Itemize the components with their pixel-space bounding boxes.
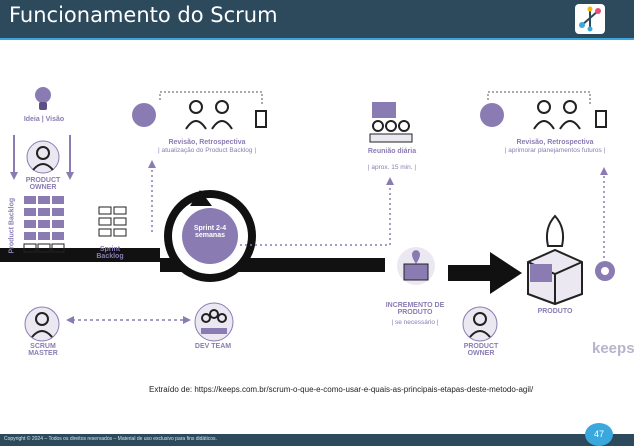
network-logo-icon (575, 4, 605, 34)
sprint-duration-label: Sprint 2-4 semanas (193, 225, 227, 240)
keeps-brand-label: keeps (592, 340, 634, 357)
footer-bar (0, 434, 634, 446)
daily-meeting-icon (369, 102, 413, 143)
product-rocket-box-icon (527, 214, 583, 306)
product-label: PRODUTO (537, 308, 573, 315)
dev-team-label: DEV TEAM (194, 343, 232, 350)
lightbulb-icon (35, 87, 51, 110)
sprint-backlog-label: Sprint Backlog (96, 246, 124, 261)
footer-copyright: Copyright © 2024 – Todos os direitos res… (4, 436, 217, 442)
increment-title: INCREMENTO DE PRODUTO (385, 302, 445, 317)
product-owner-label: PRODUCT OWNER (25, 177, 61, 192)
header-divider (0, 38, 634, 40)
scrum-master-label: SCRUM MASTER (28, 343, 58, 358)
review-sub-2: | aprimorar planejamentos futuros | (504, 147, 606, 154)
review-title-1: Revisão, Retrospectiva (168, 139, 246, 146)
daily-meeting-sub: | aprox. 15 min. | (367, 164, 417, 171)
review-team-icon-2 (480, 100, 607, 130)
ideia-visao-label: Ideia | Visão (23, 116, 65, 123)
scrum-master-icon (24, 306, 60, 342)
product-owner-label-2: PRODUCT OWNER (463, 343, 499, 358)
dev-team-icon (194, 302, 234, 342)
source-citation: Extraído de: https://keeps.com.br/scrum-… (149, 385, 534, 394)
page-title: Funcionamento do Scrum (9, 3, 278, 27)
product-owner-icon-2 (462, 306, 498, 342)
product-owner-icon (26, 140, 60, 174)
product-backlog-grid-icon (23, 196, 65, 253)
page-number-badge: 47 (585, 423, 613, 446)
product-increment-box-icon (397, 247, 435, 285)
review-sub-1: | atualização do Product Backlog | (157, 147, 257, 154)
sprint-backlog-grid-icon (98, 206, 127, 237)
product-backlog-label: Product Backlog (8, 197, 16, 254)
review-team-icon (132, 100, 267, 130)
header-bar (0, 0, 634, 38)
increment-sub: | se necessário | (391, 319, 439, 326)
daily-meeting-title: Reunião diária (367, 148, 417, 155)
scrum-diagram (0, 91, 615, 324)
review-title-2: Revisão, Retrospectiva (516, 139, 594, 146)
